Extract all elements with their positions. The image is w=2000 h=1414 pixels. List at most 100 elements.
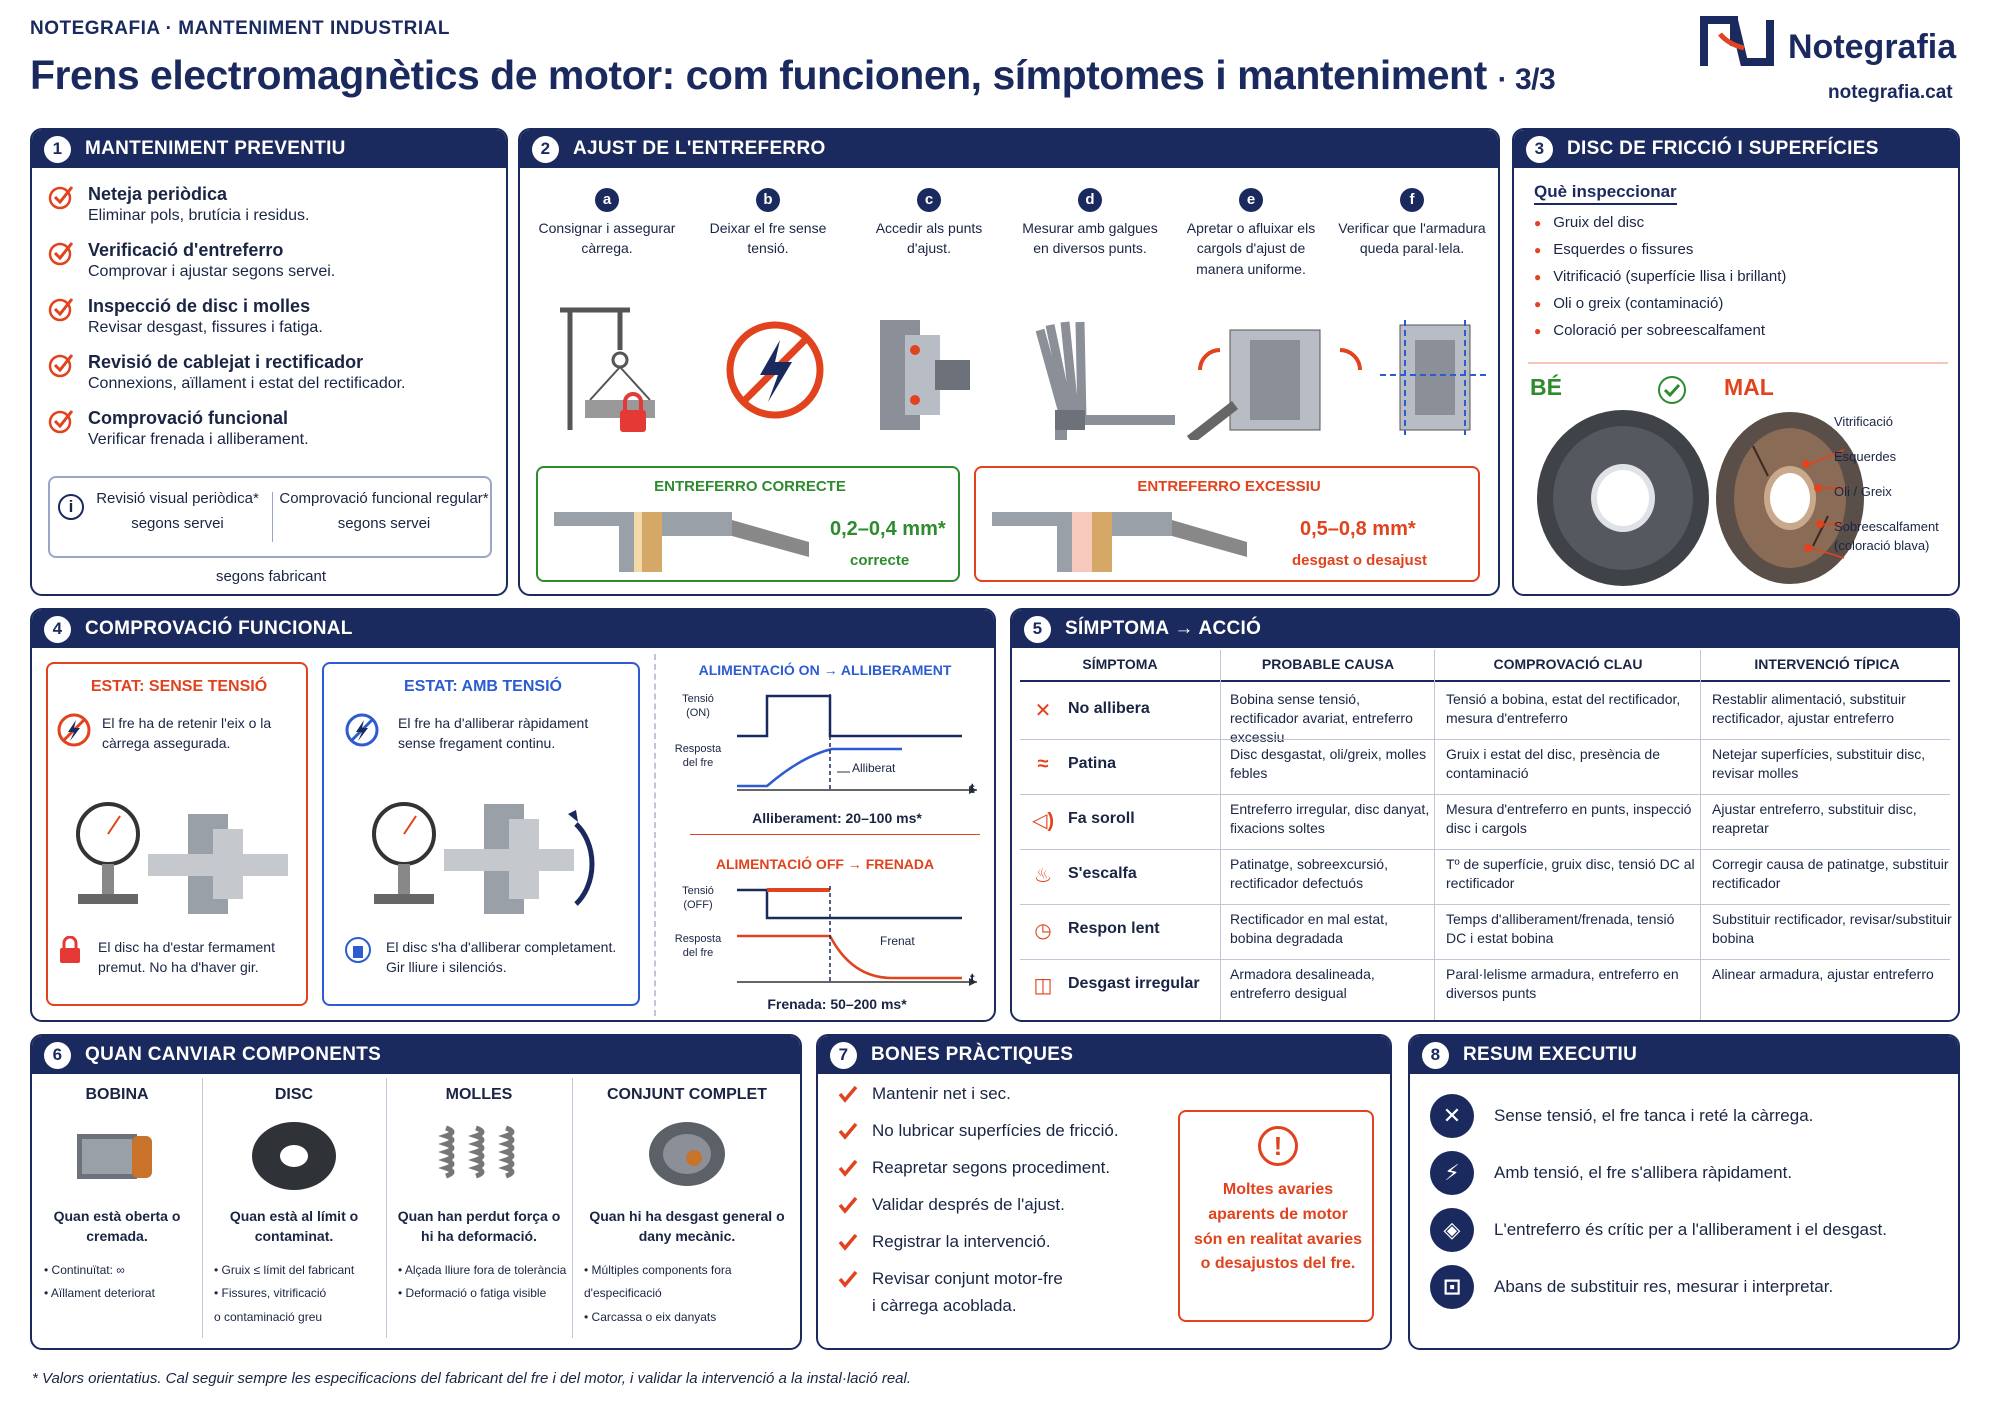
typical-intervention: Alinear armadura, ajustar entreferro [1712,966,1934,982]
bullet-icon: ● [1534,216,1542,230]
step-letter: f [1400,188,1424,212]
feeler-gauge-icon [1035,321,1175,440]
panel-title: MANTENIMENT PREVENTIU [85,138,346,159]
bad-label: MAL [1724,374,1774,400]
panel-number: 1 [44,135,71,163]
gap-correct-sub: correcte [850,552,910,569]
preventive-item-desc: Eliminar pols, brutícia i residus. [88,207,310,224]
visual-review-label: Revisió visual periòdica* [96,490,259,507]
good-label: BÉ [1530,374,1562,400]
panel-title: AJUST DE L'ENTREFERRO [573,138,826,159]
check-icon [838,1195,872,1232]
inspect-item-text: Vitrificació (superfície llisa i brillan… [1553,268,1787,285]
hoist-lock-icon [560,307,655,432]
bullet-icon: ● [1534,324,1542,338]
practice-text: No lubricar superfícies de fricció. [872,1121,1119,1140]
brake-access-icon [880,320,970,430]
probable-cause: Disc desgastat, oli/greix, molles febles [1230,746,1427,781]
key-check: Tensió a bobina, estat del rectificador,… [1446,691,1681,726]
gap-excessive-icon [992,512,1247,572]
state-no-voltage-title: ESTAT: SENSE TENSIÓ [90,678,268,695]
probable-cause: Bobina sense tensió, rectificador avaria… [1230,691,1413,745]
gap-correct-icon [554,512,809,572]
symptom-name: Respon lent [1068,920,1160,937]
criteria-item: • Múltiples components fora [584,1263,732,1277]
adjustment-illustrations [560,307,1490,440]
uneven-wear-icon: ◫ [1033,975,1053,997]
gap-excessive-box: ENTREFERRO EXCESSIU 0,5–0,8 mm* desgast … [974,466,1480,582]
inspect-item-text: Esquerdes o fissures [1553,241,1694,258]
inspect-item: ●Coloració per sobreescalfament [1534,322,1786,340]
practice-text: Reapretar segons procediment. [872,1158,1111,1177]
replace-criteria: • Alçada lliure fora de tolerància • Defo… [398,1262,568,1309]
coil-icon [72,1114,162,1194]
summary-item: Amb tensió, el fre s'allibera ràpidament… [1494,1163,1793,1182]
key-check: Paral·lelisme armadura, entreferro en di… [1446,966,1679,1001]
close-icon: ✕ [1430,1094,1474,1138]
preventive-item-desc: Comprovar i ajustar segons servei. [88,263,336,280]
divider [572,1078,573,1338]
criteria-item: • Deformació o fatiga visible [398,1286,547,1301]
replace-when: Quan han perdut força o hi ha deformació… [397,1208,561,1245]
divider [202,1078,203,1338]
disc-icon [249,1114,339,1194]
component-name: BOBINA [85,1086,149,1103]
parallel-check-icon [1380,320,1490,435]
panel-number: 7 [830,1041,857,1069]
criteria-item: • Alçada lliure fora de tolerància [398,1263,567,1277]
brand-url[interactable]: notegrafia.cat [1828,82,1953,103]
defect-label: Sobreescalfament [1834,519,1939,534]
check-circle-icon [48,184,78,225]
divider [1700,650,1701,1020]
inspect-item: ●Esquerdes o fissures [1534,241,1786,259]
preventive-item-title: Verificació d'entreferro [88,240,284,260]
state-no-voltage-card: ESTAT: SENSE TENSIÓ El fre ha de retenir… [46,662,308,1006]
divider [1434,650,1435,1020]
symptom-name: Fa soroll [1068,810,1135,827]
divider [1020,849,1950,850]
lightning-icon: ⚡ [1430,1151,1474,1195]
panel-title: BONES PRÀCTIQUES [871,1044,1074,1065]
typical-intervention: Substituir rectificador, revisar/substit… [1712,911,1952,946]
defect-labels: Vitrificació Esquerdes Oli / Greix Sobre… [1834,415,1939,552]
criteria-item: o contaminació greu [214,1309,323,1324]
state-no-voltage-footer: El disc ha d'estar fermament premut. No … [98,939,275,975]
on-y1-label: Tensió(ON) [682,693,714,720]
symptom-name: S'escalfa [1068,865,1137,882]
inspect-item-text: Oli o greix (contaminació) [1553,295,1724,312]
divider [272,492,273,542]
gap-excessive-value: 0,5–0,8 mm* [1300,518,1416,540]
check-circle-icon [48,352,78,393]
practice-item: Validar després de l'ajust. [838,1195,1119,1232]
defect-label: (coloració blava) [1834,538,1930,553]
off-y1-label: Tensió(OFF) [682,885,714,912]
step-letter: a [595,188,619,212]
step-text: Deixar el fre sense tensió. [709,220,827,257]
typical-intervention: Ajustar entreferro, substituir disc, rea… [1712,801,1917,836]
divider [1020,739,1950,740]
key-check: Mesura d'entreferro en punts, inspecció … [1446,801,1692,836]
summary-item: L'entreferro és crític per a l'alliberam… [1494,1220,1887,1239]
symptom-name: No allibera [1068,700,1150,717]
page-number: · 3/3 [1497,63,1556,96]
check-circle-icon [48,408,78,449]
title-text: Frens electromagnètics de motor: com fun… [30,52,1487,98]
off-timing-chart [737,886,977,986]
practice-item: Reapretar segons procediment. [838,1158,1119,1195]
inspect-item: ●Oli o greix (contaminació) [1534,295,1786,313]
check-circle-icon [48,296,78,337]
practice-item: Registrar la intervenció. [838,1232,1119,1269]
